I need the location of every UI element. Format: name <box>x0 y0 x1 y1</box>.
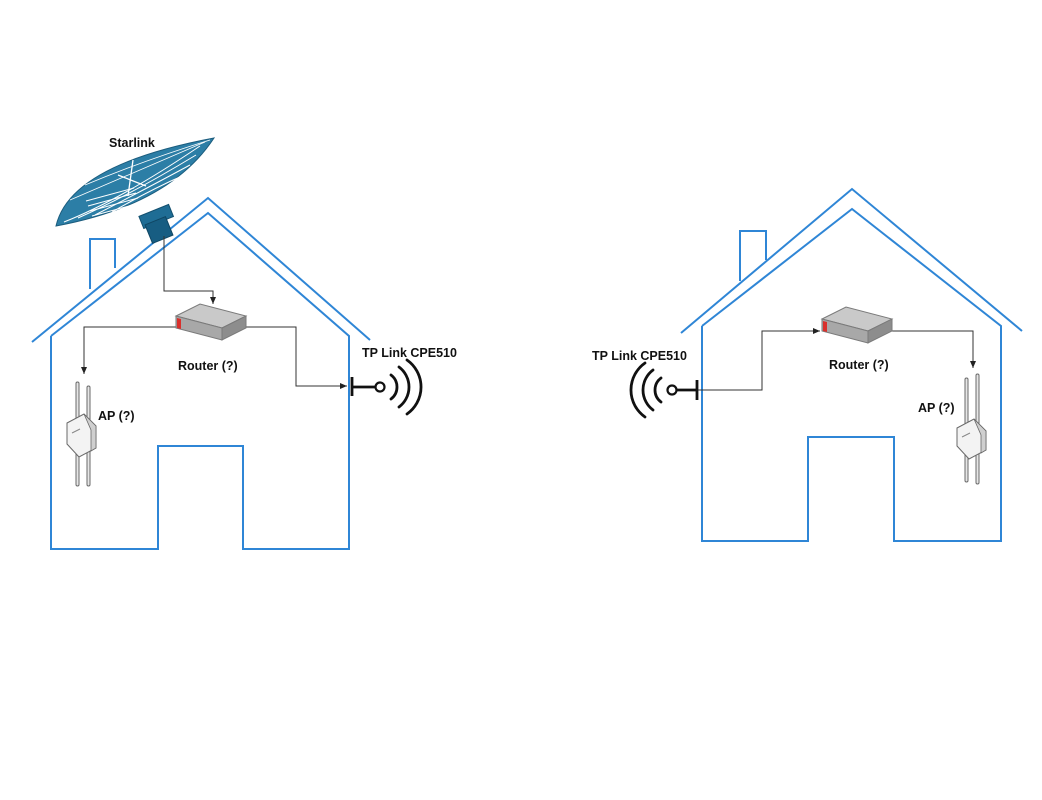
router-to-cpe-line-left <box>246 326 347 389</box>
cpe-to-router-line-right <box>697 328 820 391</box>
access-point-icon-right <box>956 373 987 485</box>
ap-label-left: AP (?) <box>98 409 135 423</box>
cpe-label-right: TP Link CPE510 <box>592 349 687 363</box>
cpe-label-left: TP Link CPE510 <box>362 346 457 360</box>
left-house-chimney <box>89 238 116 289</box>
cpe510-antenna-icon-right <box>666 380 699 400</box>
wireless-signal-icon-right <box>629 361 663 419</box>
ap-label-right: AP (?) <box>918 401 955 415</box>
starlink-to-router-line <box>163 236 216 304</box>
access-point-icon-left <box>66 381 97 487</box>
left-house <box>31 196 371 550</box>
right-house-chimney <box>739 230 767 281</box>
router-to-ap-line-right <box>890 330 976 368</box>
starlink-dish-icon <box>55 137 216 245</box>
cpe510-antenna-icon-left <box>350 377 386 396</box>
router-icon-right <box>820 306 894 344</box>
right-house-wall-outline <box>701 207 1002 542</box>
right-house-roof <box>680 187 1023 334</box>
starlink-label: Starlink <box>109 136 155 150</box>
router-icon-left <box>174 303 248 341</box>
router-label-right: Router (?) <box>829 358 889 372</box>
left-house-wall-outline <box>50 211 350 550</box>
right-house <box>680 187 1023 542</box>
wireless-signal-icon-left <box>389 358 423 416</box>
router-to-ap-line-left <box>81 326 178 374</box>
left-house-roof <box>31 196 371 343</box>
router-label-left: Router (?) <box>178 359 238 373</box>
